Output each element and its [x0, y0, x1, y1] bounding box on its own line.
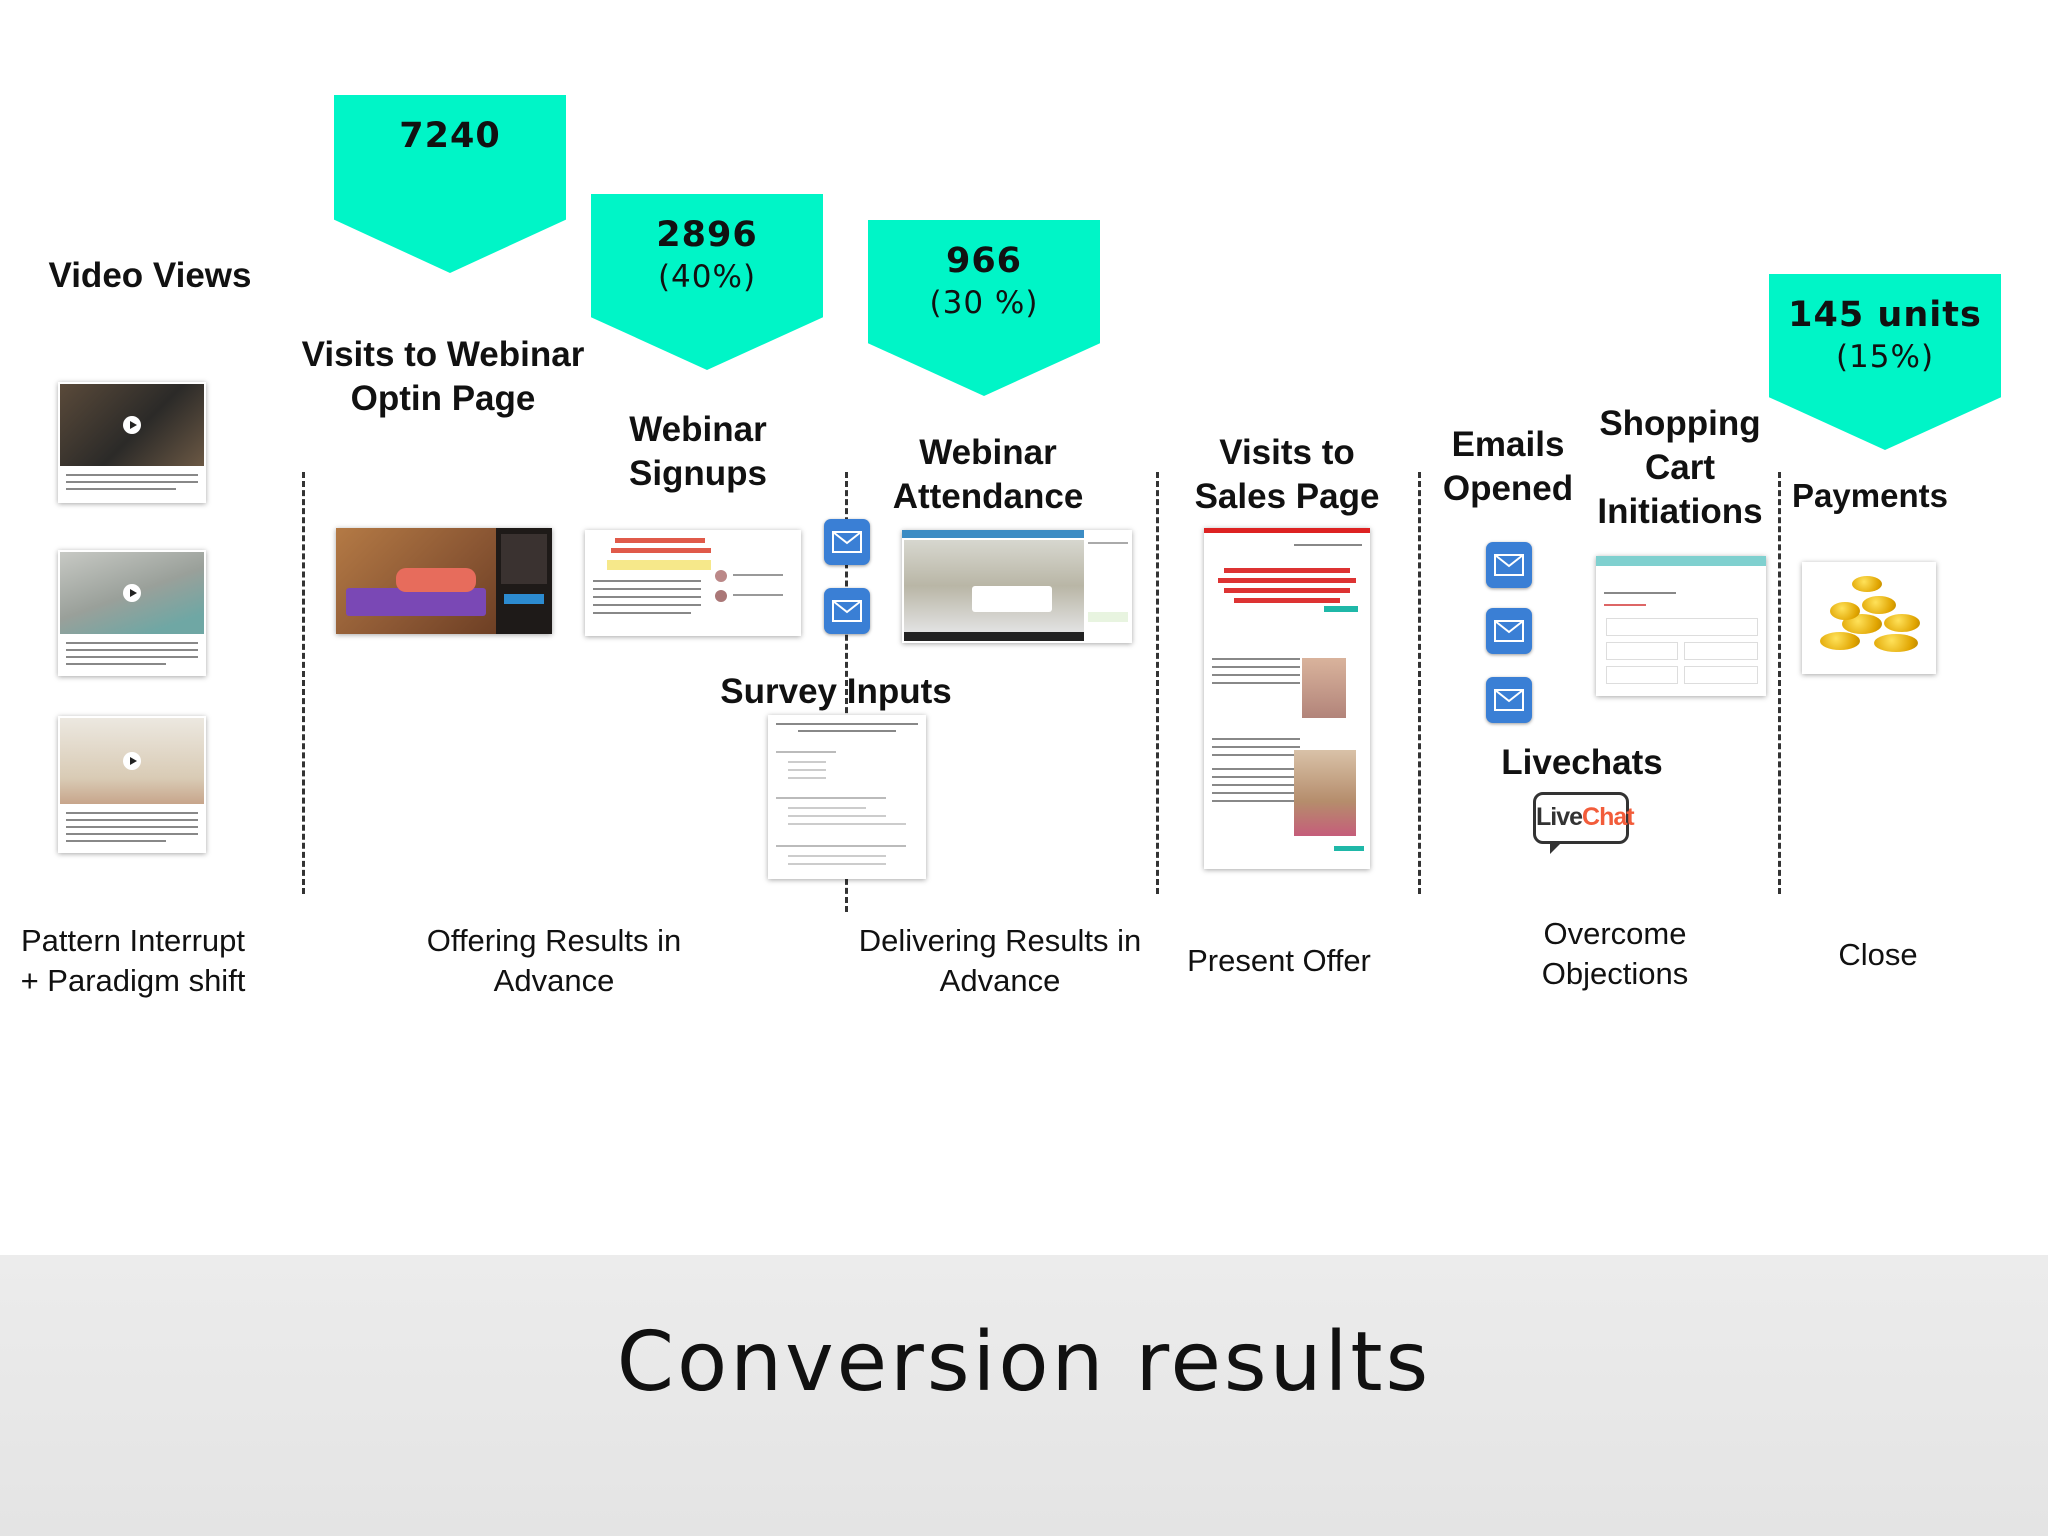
video-thumbnail-2 [58, 550, 206, 676]
phase-close-label: Close [1838, 937, 1918, 972]
stage-sales-line2: Sales Page [1194, 476, 1380, 516]
separator-1 [302, 472, 305, 894]
stage-sales-page: Visits to Sales Page [1177, 431, 1397, 519]
stage-payments-label: Payments [1792, 477, 1948, 514]
stage-optin-line1: Visits to Webinar [301, 335, 585, 374]
stage-attendance-line2: Attendance [892, 476, 1084, 516]
banner-signups-pct: (40%) [657, 258, 757, 295]
stage-cart-line1: Shopping [1599, 404, 1761, 443]
play-icon [123, 584, 141, 602]
banner-optin-value: 7240 [399, 116, 501, 156]
phase-pattern-line1: Pattern Interrupt [20, 923, 245, 958]
livechat-logo: LiveChat [1533, 792, 1635, 854]
envelope-icon [1486, 608, 1532, 654]
stage-livechats-label: Livechats [1501, 743, 1663, 782]
phase-offering-results: Offering Results in Advance [400, 921, 708, 1002]
page-title: Conversion results [616, 1315, 1432, 1410]
stage-optin-line2: Optin Page [350, 378, 536, 418]
stage-survey: Survey Inputs [706, 670, 966, 714]
stage-survey-label: Survey Inputs [720, 672, 952, 711]
stage-emails: Emails Opened [1428, 423, 1588, 511]
phase-overcome-line1: Overcome [1543, 916, 1687, 951]
survey-form-screenshot [768, 715, 926, 879]
separator-2 [845, 472, 848, 912]
envelope-icon [1486, 677, 1532, 723]
play-icon [123, 416, 141, 434]
livechat-logo-live: Live [1536, 803, 1583, 831]
envelope-icon [824, 519, 870, 565]
banner-attendance-value: 966 [945, 241, 1023, 281]
separator-5 [1778, 472, 1781, 894]
banner-payments-pct: (15%) [1835, 338, 1935, 375]
banner-signups: 2896 (40%) [591, 194, 823, 370]
phase-present-label: Present Offer [1187, 943, 1371, 978]
banner-attendance: 966 (30 %) [868, 220, 1100, 396]
phase-overcome-line2: Objections [1541, 956, 1689, 992]
stage-signups: Webinar Signups [598, 408, 798, 496]
separator-3 [1156, 472, 1159, 894]
stage-cart: Shopping Cart Initiations [1588, 402, 1772, 533]
stage-livechats: Livechats [1470, 741, 1694, 785]
phase-delivering-results: Delivering Results in Advance [840, 921, 1160, 1002]
stage-attendance: Webinar Attendance [868, 431, 1108, 519]
gold-coins-icon [1802, 562, 1936, 674]
banner-payments-value: 145 units [1788, 295, 1982, 335]
phase-offering-line2: Advance [493, 963, 615, 999]
video-thumbnail-1 [58, 382, 206, 503]
video-thumbnail-3 [58, 716, 206, 853]
phase-pattern-interrupt: Pattern Interrupt + Paradigm shift [0, 921, 266, 1002]
sales-page-screenshot [1204, 528, 1370, 869]
phase-offering-line1: Offering Results in [426, 923, 682, 958]
cart-form-screenshot [1596, 556, 1766, 696]
phase-delivering-line1: Delivering Results in [858, 923, 1142, 958]
separator-4 [1418, 472, 1421, 894]
stage-cart-line2: Cart [1644, 447, 1716, 487]
envelope-icon [1486, 542, 1532, 588]
banner-payments: 145 units (15%) [1769, 274, 2001, 450]
stage-attendance-line1: Webinar [919, 433, 1057, 472]
signups-page-screenshot [585, 530, 801, 636]
banner-attendance-pct: (30 %) [929, 284, 1039, 321]
stage-optin-page: Visits to Webinar Optin Page [283, 333, 603, 421]
stage-signups-line2: Signups [628, 453, 768, 493]
phase-overcome-objections: Overcome Objections [1500, 914, 1730, 995]
stage-payments: Payments [1780, 475, 1960, 516]
stage-sales-line1: Visits to [1219, 433, 1355, 472]
play-icon [123, 752, 141, 770]
title-band [0, 1255, 2048, 1536]
stage-cart-line3: Initiations [1597, 491, 1763, 531]
envelope-icon [824, 588, 870, 634]
phase-close: Close [1818, 935, 1938, 975]
banner-optin: 7240 [334, 95, 566, 273]
livechat-logo-chat: Chat [1582, 803, 1635, 831]
stage-video-views-label: Video Views [48, 256, 252, 295]
phase-present-offer: Present Offer [1164, 941, 1394, 981]
stage-signups-line1: Webinar [629, 410, 767, 449]
stage-emails-line2: Opened [1442, 468, 1574, 508]
stage-video-views: Video Views [30, 254, 270, 298]
phase-delivering-line2: Advance [939, 963, 1061, 999]
stage-emails-line1: Emails [1451, 425, 1565, 464]
banner-signups-value: 2896 [656, 215, 758, 255]
webinar-room-screenshot [902, 530, 1132, 643]
phase-pattern-line2: + Paradigm shift [20, 963, 246, 999]
optin-page-screenshot [336, 528, 552, 634]
